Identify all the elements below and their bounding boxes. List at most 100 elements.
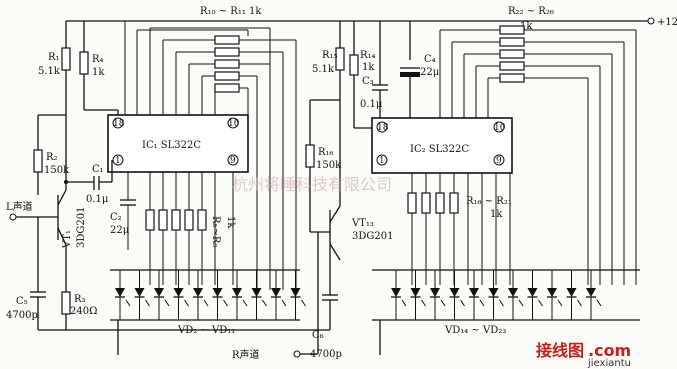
ic2-pin1-marker [376,154,388,166]
led-diode [134,270,150,320]
ic1-pin18: 18 [113,119,125,129]
l-channel-label: L声道 [6,200,33,213]
led-diode [449,270,465,320]
r16-r21-label: R₁₆ ~ R₂₁ [466,196,512,207]
led-diode [251,270,267,320]
r22-r26-output-leads [524,29,637,285]
r3-value: 240Ω [70,306,97,317]
led-diode [290,270,306,320]
r-channel-label: R声道 [232,348,260,361]
r5-value: 1k [225,216,236,229]
diode-array-right [391,270,602,320]
c3-value: 0.1μ [360,99,383,110]
ic2-chip [371,117,513,174]
ic1-pin9-marker [227,154,239,166]
led-diode [212,270,228,320]
r-channel-terminal [293,350,301,358]
led-diode [410,270,426,320]
junction-dot [64,180,68,184]
r1-resistor [61,47,71,71]
ic1-label: IC₁ SL322C [142,140,201,151]
ic1-pin1-marker [112,154,124,166]
r2-value: 150k [44,165,70,176]
r15-label: R₁₅ [322,50,338,61]
ic2-pin18: 18 [377,123,389,133]
c5-label: C₅ [16,296,28,307]
ic2-pin18-marker [376,121,388,133]
vt13-label: VT₁₃ [351,218,374,229]
led-diode [232,270,248,320]
r22-value: 1k [520,21,533,32]
vt1-collector [57,189,67,206]
r3-resistor [61,291,71,315]
r14-value: 1k [362,62,375,73]
c2-value: 22μ [110,225,130,236]
led-diode [469,270,485,320]
r5-r9-array [145,209,207,285]
vt1-type: 3DG201 [76,207,87,248]
r2-resistor [33,149,43,173]
c4-label: C₄ [424,54,436,65]
r10-r11-output-leads [124,21,297,290]
led-diode [547,270,563,320]
r10-r11-array [214,35,240,93]
ic1-pin1: 1 [115,156,121,166]
led-diode [430,270,446,320]
c1-label: C₁ [92,164,104,175]
led-diode [391,270,407,320]
r16-r21-value: 1k [490,209,503,220]
plus12v-terminal [647,17,655,25]
ic1-chip [107,114,249,173]
led-diode [193,270,209,320]
c3-label: C₃ [362,76,374,87]
r16-r21-array [407,173,511,285]
r4-resistor [79,51,89,75]
ic1-pin10-marker [227,117,239,129]
ic2-pin1: 1 [379,156,385,166]
led-diode [508,270,524,320]
led-diode [527,270,543,320]
vt13-collector [329,205,341,223]
vd-right-label: VD₁₄ ~ VD₂₃ [444,325,506,336]
led-diode [586,270,602,320]
ic1-top-leads [149,27,270,115]
ic1-pin9: 9 [230,156,236,166]
diode-array-left [115,270,306,320]
ic2-top-leads [439,29,500,118]
r15-value: 5.1k [312,64,335,75]
r5-r9-label: R₅~R₉ [210,216,221,247]
site-url: jiexiantu [587,358,631,369]
vt13-emitter [329,243,341,261]
led-diode [115,270,131,320]
site-brand-dot: .com [588,341,631,360]
r3-label: R₃ [74,294,86,305]
c4-value: 22μ [420,67,440,78]
c2-label: C₂ [110,212,122,223]
c6-value: 4700p [310,349,342,360]
r22-r26-label: R₂₂ ~ R₂₆ [508,6,554,17]
ic2-pin10-marker [493,121,505,133]
r4-label: R₄ [92,54,104,65]
vd-left-label: VD₂ ~ VD₁₁ [177,325,235,336]
vt1-label: VT₁ [62,230,73,249]
r16-resistor [305,144,315,168]
ic2-pin10: 10 [494,123,506,133]
r14-resistor [349,54,359,76]
ic2-pin9: 9 [496,156,502,166]
c1-value: 0.1μ [86,194,109,205]
r22-r26-array [499,25,525,83]
r4-value: 1k [92,67,105,78]
c4-plate-b [400,72,420,77]
led-diode [271,270,287,320]
c5-value: 4700p [6,310,38,321]
led-diode [488,270,504,320]
vt1-emitter [57,227,67,246]
led-diode [566,270,582,320]
ic1-pin10: 10 [228,119,240,129]
ic2-label: IC₂ SL322C [410,144,469,155]
r10-r11-label: R₁₀ ~ R₁₁ 1k [200,6,262,17]
plus12v-label: +12V [657,17,677,28]
r1-label: R₁ [48,52,60,63]
